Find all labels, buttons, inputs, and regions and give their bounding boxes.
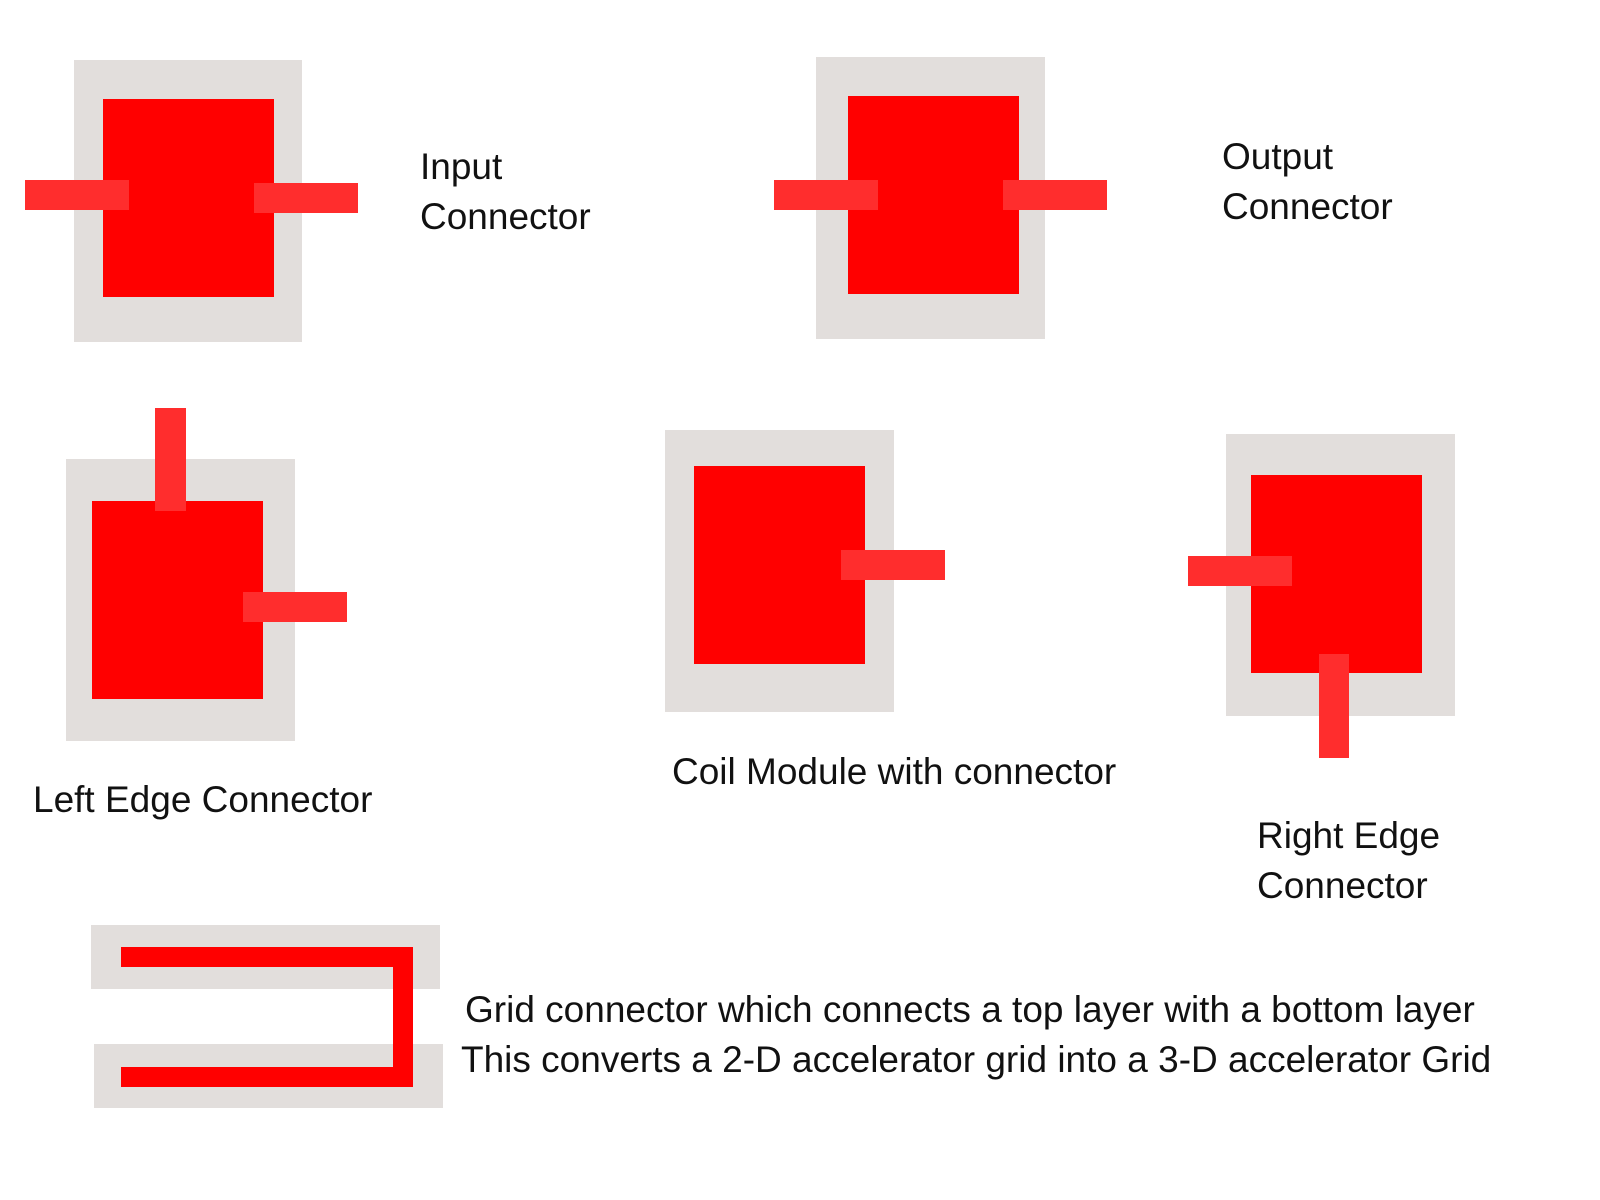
output-label-line1: Output xyxy=(1222,136,1334,177)
input-label-line2: Connector xyxy=(420,196,591,237)
left-pin xyxy=(25,180,129,210)
right-pin xyxy=(1003,180,1107,210)
input-label-line1: Input xyxy=(420,146,503,187)
input-connector-label: Input Connector xyxy=(420,142,591,242)
coil-core xyxy=(92,501,263,699)
right-edge-label-line2: Connector xyxy=(1257,865,1428,906)
left-pin xyxy=(1188,556,1292,586)
bottom-pin xyxy=(1319,654,1349,758)
output-label-line2: Connector xyxy=(1222,186,1393,227)
right-pin xyxy=(841,550,945,580)
top-pin xyxy=(155,408,186,511)
left-pin xyxy=(774,180,878,210)
output-connector-label: Output Connector xyxy=(1222,132,1393,232)
grid-description-line2: This converts a 2-D accelerator grid int… xyxy=(461,1039,1492,1080)
grid-connector-description: Grid connector which connects a top laye… xyxy=(461,985,1491,1085)
left-edge-connector-label: Left Edge Connector xyxy=(33,779,373,820)
bottom-trace xyxy=(121,1067,413,1087)
right-edge-label-line1: Right Edge xyxy=(1257,815,1441,856)
coil-core xyxy=(103,99,274,297)
right-edge-connector-label: Right Edge Connector xyxy=(1257,811,1440,911)
top-trace xyxy=(121,947,413,967)
right-pin xyxy=(254,183,358,213)
coil-core xyxy=(694,466,865,664)
right-pin xyxy=(243,592,347,622)
grid-description-line1: Grid connector which connects a top laye… xyxy=(465,989,1475,1030)
coil-module-label: Coil Module with connector xyxy=(672,751,1117,792)
vertical-trace xyxy=(393,947,413,1087)
